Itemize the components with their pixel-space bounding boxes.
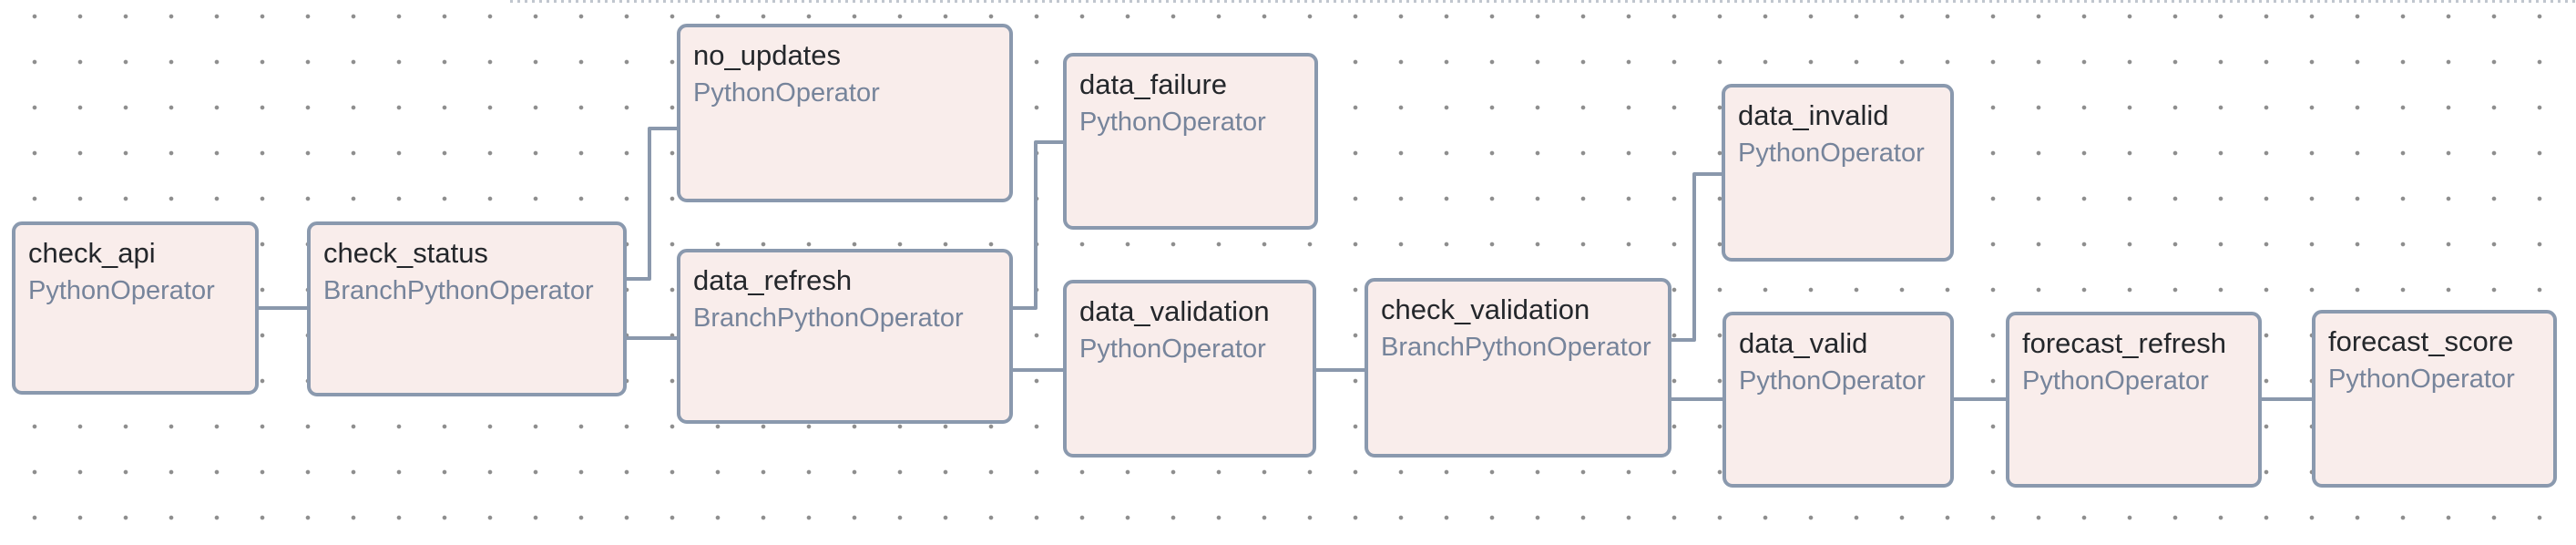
task-operator: PythonOperator — [1739, 366, 1926, 396]
task-operator: PythonOperator — [28, 276, 215, 305]
task-operator: PythonOperator — [2022, 366, 2209, 396]
task-node-forecast_score[interactable]: forecast_score PythonOperator — [2312, 310, 2557, 488]
task-node-data_validation[interactable]: data_validation PythonOperator — [1063, 280, 1316, 458]
task-operator: BranchPythonOperator — [693, 303, 964, 333]
task-name: check_api — [28, 237, 156, 269]
task-node-data_failure[interactable]: data_failure PythonOperator — [1063, 53, 1318, 230]
task-node-check_api[interactable]: check_api PythonOperator — [12, 221, 259, 395]
task-operator: PythonOperator — [693, 78, 880, 108]
task-name: check_validation — [1381, 293, 1590, 325]
task-name: check_status — [323, 237, 488, 269]
task-operator: PythonOperator — [2328, 365, 2515, 394]
task-operator: BranchPythonOperator — [1381, 333, 1651, 362]
task-node-check_status[interactable]: check_status BranchPythonOperator — [307, 221, 627, 396]
task-node-forecast_refresh[interactable]: forecast_refresh PythonOperator — [2006, 312, 2262, 488]
task-name: data_refresh — [693, 264, 853, 296]
task-name: data_validation — [1079, 295, 1270, 327]
task-node-data_valid[interactable]: data_valid PythonOperator — [1722, 312, 1954, 488]
task-operator: PythonOperator — [1079, 334, 1266, 364]
task-name: data_failure — [1079, 68, 1228, 100]
task-node-check_validation[interactable]: check_validation BranchPythonOperator — [1365, 278, 1671, 458]
task-operator: BranchPythonOperator — [323, 276, 594, 305]
task-operator: PythonOperator — [1738, 139, 1925, 168]
edge-data_refresh-to-data_failure — [1013, 140, 1063, 310]
task-name: no_updates — [693, 39, 842, 71]
task-node-no_updates[interactable]: no_updates PythonOperator — [677, 24, 1013, 202]
edge-check_status-to-no_updates — [627, 127, 677, 281]
task-node-data_invalid[interactable]: data_invalid PythonOperator — [1722, 84, 1954, 262]
task-name: data_invalid — [1738, 99, 1889, 131]
task-operator: PythonOperator — [1079, 108, 1266, 137]
task-name: data_valid — [1739, 327, 1868, 359]
edge-check_validation-to-data_invalid — [1671, 172, 1722, 342]
task-name: forecast_refresh — [2022, 327, 2226, 359]
task-node-data_refresh[interactable]: data_refresh BranchPythonOperator — [677, 249, 1013, 424]
task-name: forecast_score — [2328, 325, 2514, 357]
